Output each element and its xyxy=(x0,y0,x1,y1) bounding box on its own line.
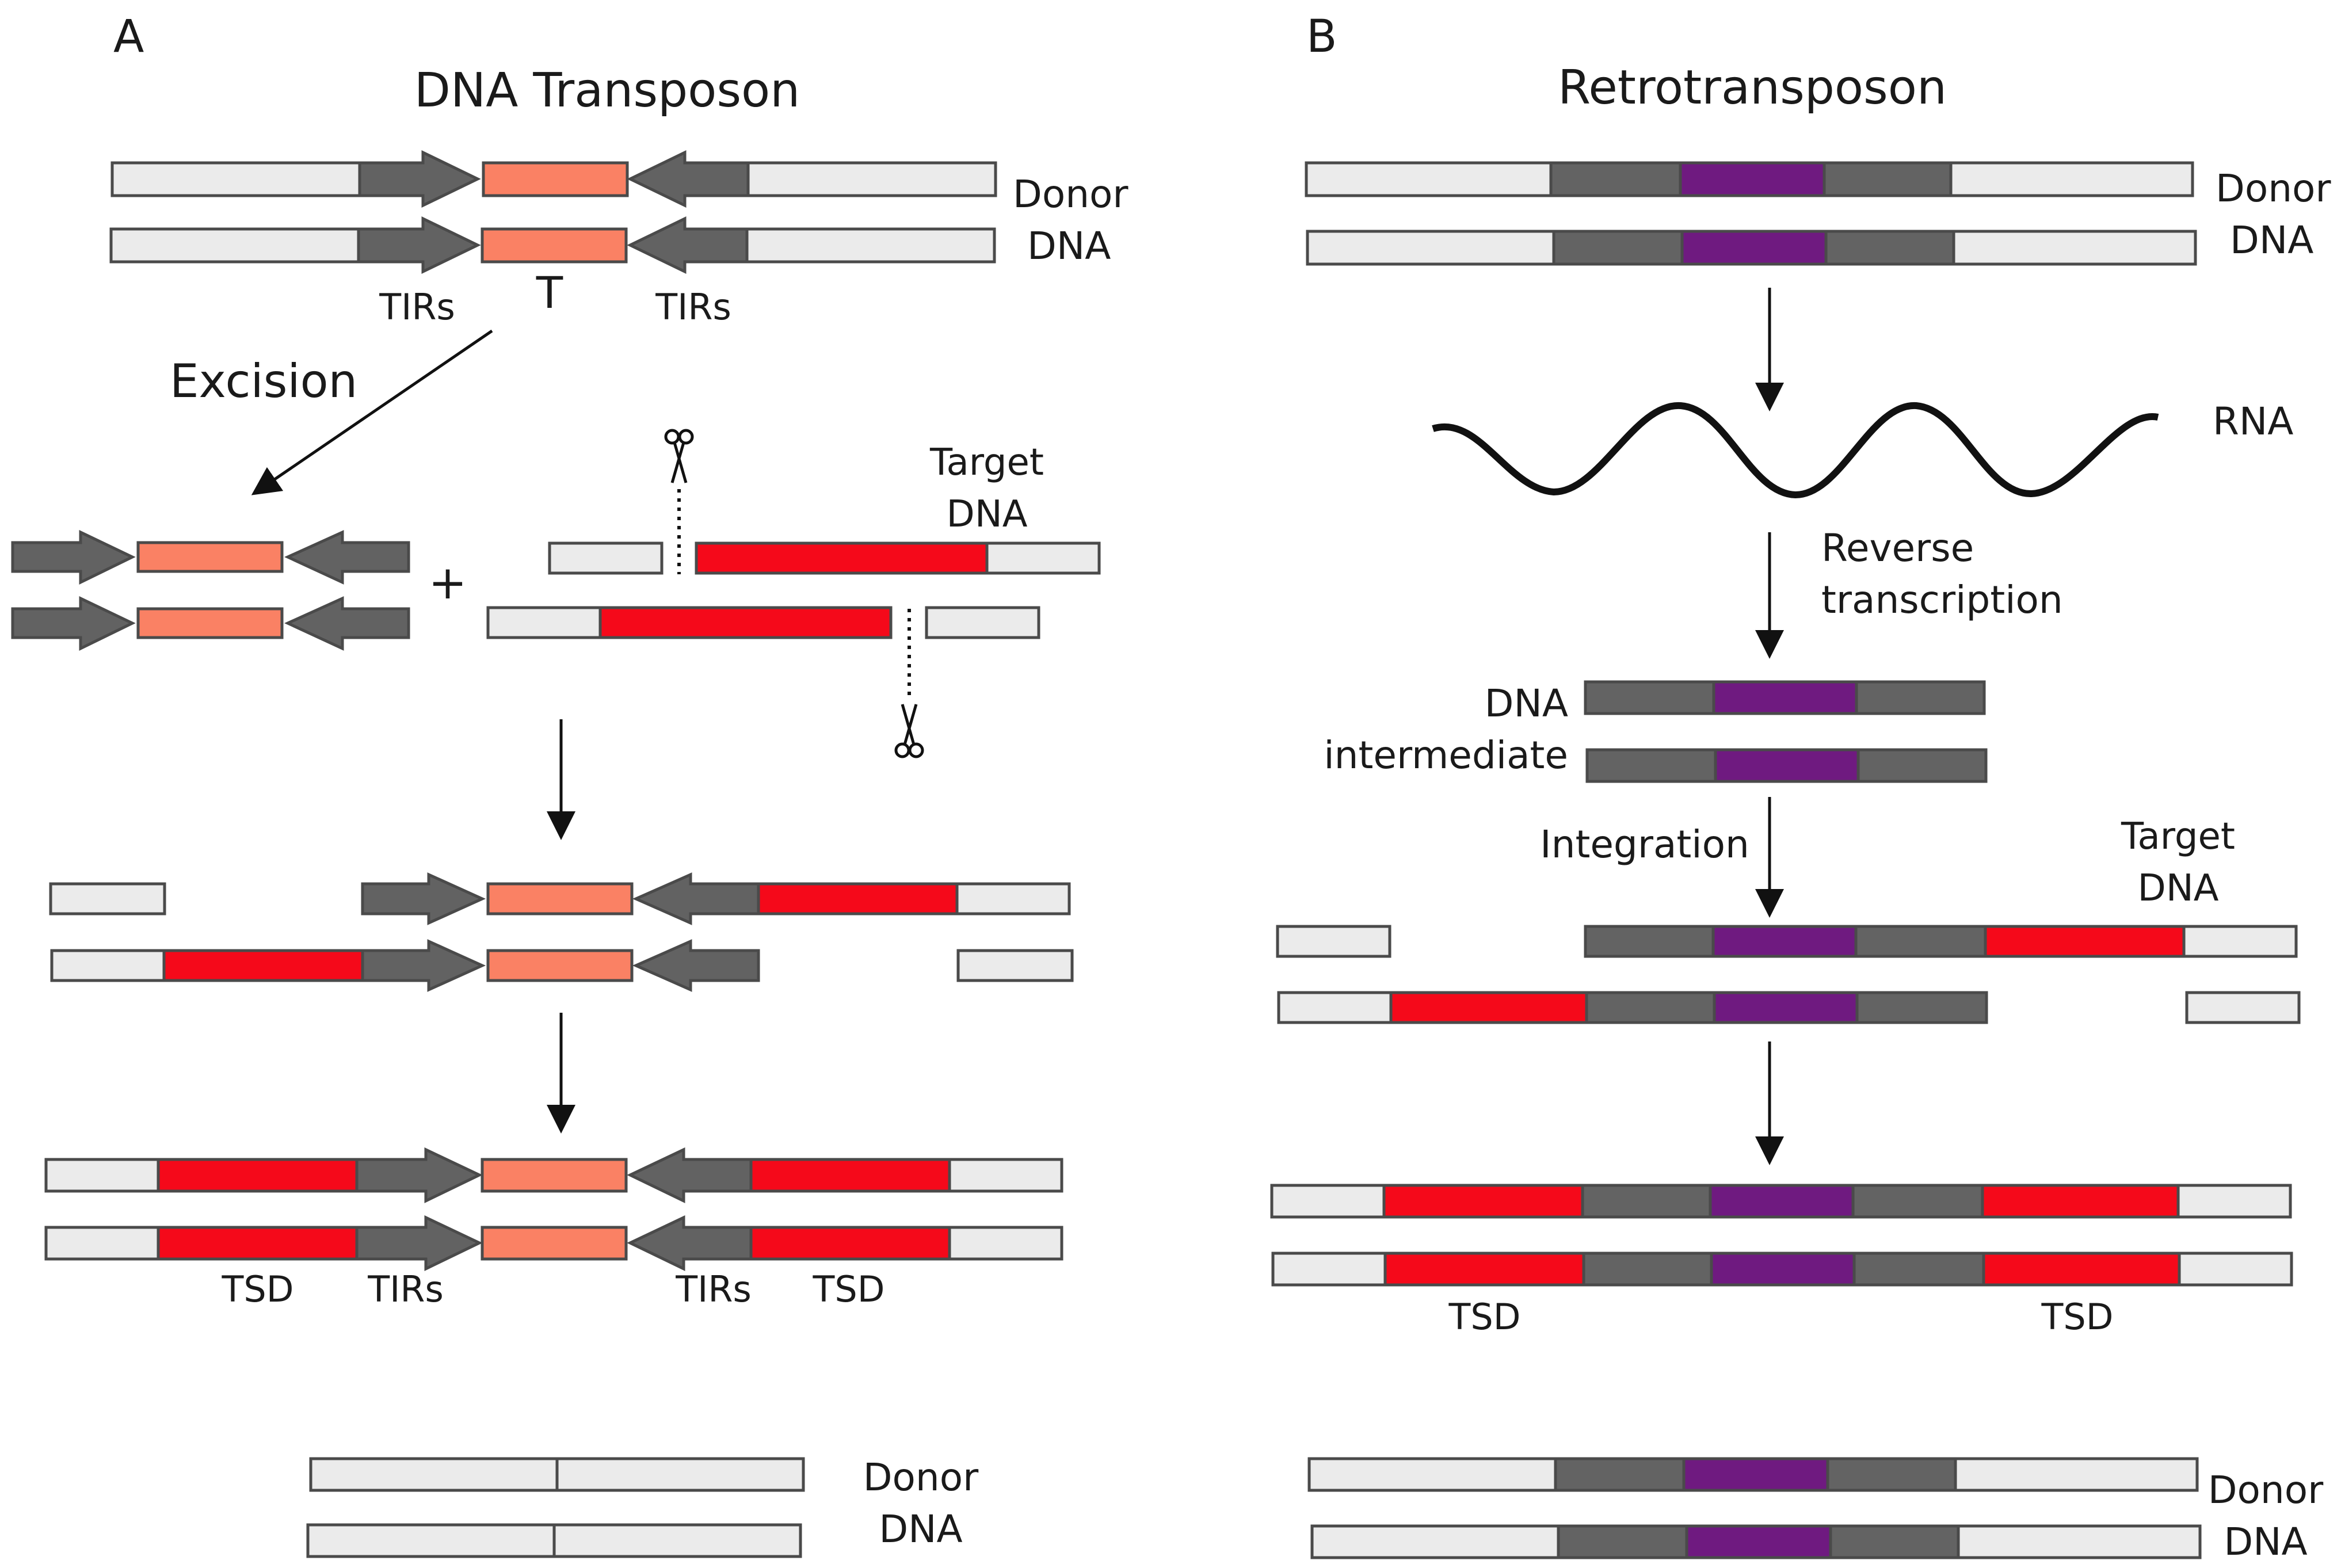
donor-dna-strand-2 xyxy=(109,216,996,274)
panel-a: A DNA Transposon Donor DNA TIRs T TIRs E… xyxy=(11,11,1128,1558)
donor-label-b-top: Donor xyxy=(2216,166,2331,211)
reverse-label: Reverse xyxy=(1821,526,1974,570)
excision-arrow xyxy=(251,329,493,495)
final-insertion-a xyxy=(44,1147,1063,1271)
tirs-label-a-bottom-left: TIRs xyxy=(367,1268,444,1310)
donor-label-b-bottom-2: DNA xyxy=(2224,1520,2307,1564)
donor-label-a-top: Donor xyxy=(1013,172,1128,216)
panel-b: B Retrotransposon Donor DNA RNA Reverse … xyxy=(1270,11,2331,1564)
tsd-label-b-left: TSD xyxy=(1448,1296,1521,1338)
dna-intermediate xyxy=(1584,680,1988,783)
target-label-a-2: DNA xyxy=(947,493,1028,536)
donor-label-a-bottom-2: DNA xyxy=(879,1507,962,1551)
plus-sign: + xyxy=(428,556,467,609)
donor-label-b-top-2: DNA xyxy=(2230,218,2313,262)
scissors-icon xyxy=(896,704,922,757)
target-dna-a xyxy=(486,541,1101,639)
target-label-b-2: DNA xyxy=(2138,867,2219,910)
transcription-label: transcription xyxy=(1821,578,2063,622)
integration-intermediate-b xyxy=(1276,925,2301,1024)
scissors-icon xyxy=(666,430,692,483)
target-label-a: Target xyxy=(929,441,1044,484)
dna-label: DNA xyxy=(1485,681,1568,726)
target-label-b: Target xyxy=(2121,815,2235,858)
final-insertion-b xyxy=(1270,1184,2293,1287)
intermediate-label: intermediate xyxy=(1324,733,1568,777)
panel-a-title: DNA Transposon xyxy=(414,63,800,118)
tirs-label-left: TIRs xyxy=(379,286,455,328)
tsd-label-a-right: TSD xyxy=(813,1268,885,1310)
transposon-label: T xyxy=(536,267,563,318)
donor-label-a-top-2: DNA xyxy=(1027,224,1111,268)
retro-donor-dna-bottom xyxy=(1307,1457,2202,1559)
tirs-label-right: TIRs xyxy=(655,286,731,328)
panel-b-letter: B xyxy=(1306,11,1337,63)
panel-a-letter: A xyxy=(113,11,144,63)
tirs-label-a-bottom-right: TIRs xyxy=(675,1268,752,1310)
donor-dna-strand-1 xyxy=(110,150,997,208)
tsd-label-b-right: TSD xyxy=(2041,1296,2114,1338)
retro-donor-dna-top xyxy=(1305,161,2197,266)
donor-label-b-bottom: Donor xyxy=(2208,1468,2324,1512)
repaired-donor-dna xyxy=(306,1457,805,1558)
excision-label: Excision xyxy=(170,354,357,408)
insertion-intermediate-a xyxy=(49,872,1074,992)
wavy-rna-icon xyxy=(1432,402,2159,499)
excised-transposon xyxy=(11,530,410,651)
tsd-label-a-left: TSD xyxy=(222,1268,294,1310)
rna-label: RNA xyxy=(2213,399,2293,444)
integration-label: Integration xyxy=(1540,822,1749,867)
donor-label-a-bottom: Donor xyxy=(863,1455,979,1500)
panel-b-title: Retrotransposon xyxy=(1558,60,1947,115)
